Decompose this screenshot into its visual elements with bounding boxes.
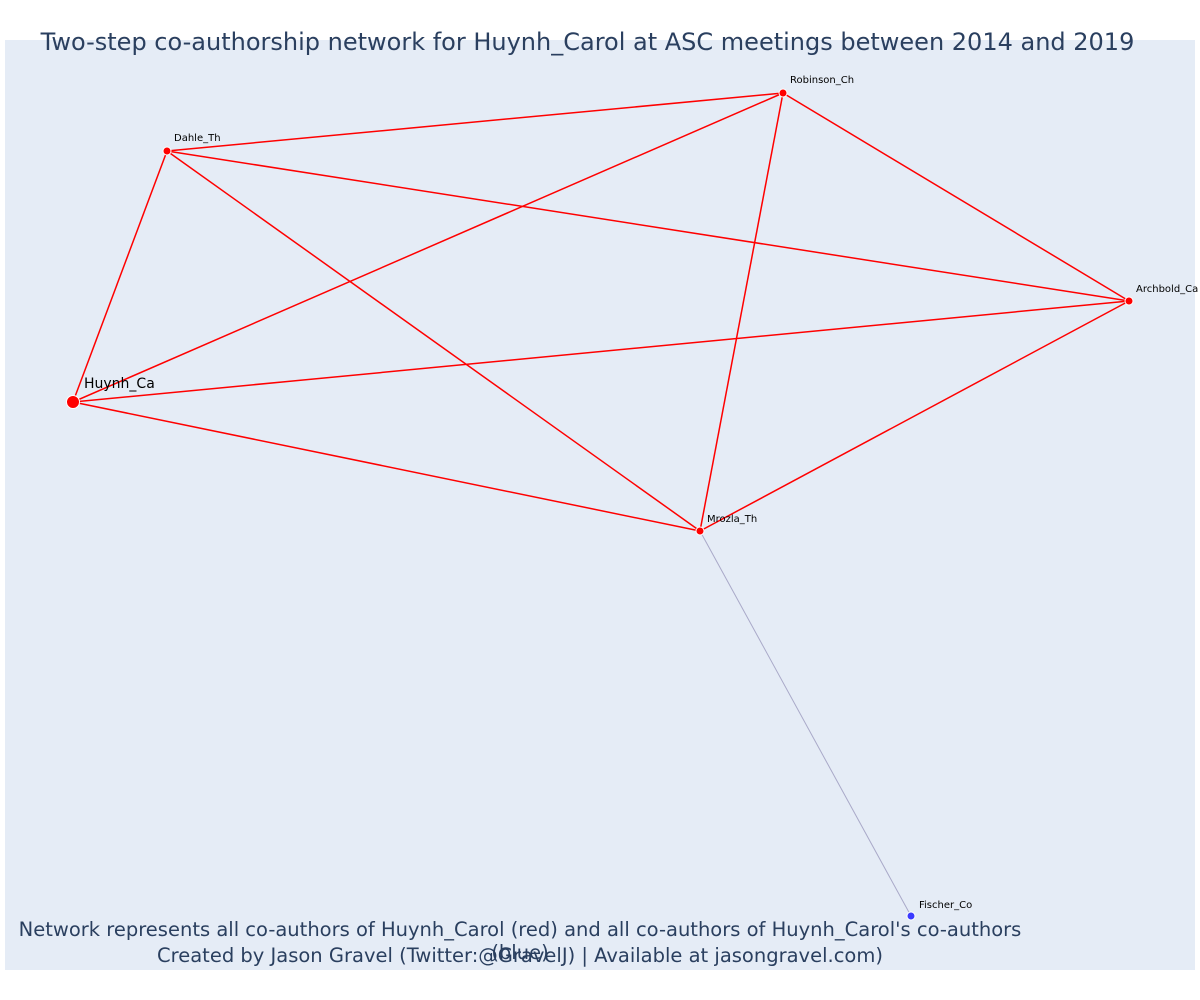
node-robinson[interactable] [778, 88, 788, 98]
edge-dahle-mrozla [166, 150, 701, 532]
footer-note: Network represents all co-authors of Huy… [18, 918, 1022, 964]
node-fischer[interactable] [906, 911, 916, 921]
edge-robinson-archbold [782, 92, 1130, 302]
node-huynh[interactable] [66, 395, 80, 409]
edge-huynh-archbold [72, 300, 1130, 403]
edge-archbold-mrozla [699, 300, 1130, 532]
plot-background [5, 40, 1195, 970]
edge-dahle-archbold [166, 150, 1130, 302]
edge-dahle-robinson [166, 92, 784, 152]
node-label-mrozla: Mrozla_Th [707, 514, 757, 525]
node-mrozla[interactable] [695, 526, 705, 536]
node-label-archbold: Archbold_Ca [1136, 284, 1198, 295]
node-label-huynh: Huynh_Ca [84, 376, 155, 392]
edge-robinson-mrozla [699, 92, 784, 532]
node-label-fischer: Fischer_Co [919, 900, 972, 911]
nodes-layer [66, 88, 1134, 921]
edge-huynh-dahle [72, 150, 168, 403]
node-label-robinson: Robinson_Ch [790, 75, 854, 86]
node-archbold[interactable] [1124, 296, 1134, 306]
chart-title: Two-step co-authorship network for Huynh… [40, 28, 1135, 56]
edges-layer [72, 92, 1130, 917]
edge-mrozla-fischer [699, 530, 912, 917]
edge-huynh-robinson [72, 92, 784, 403]
labels-layer: Huynh_Ca Dahle_Th Robinson_ChArchbold_CaMr… [84, 75, 1198, 911]
node-label-dahle: Dahle_Th [174, 133, 221, 144]
node-dahle[interactable] [162, 146, 172, 156]
footer-credit: Created by Jason Gravel (Twitter:@Gravel… [157, 944, 883, 967]
edge-huynh-mrozla [72, 401, 701, 532]
